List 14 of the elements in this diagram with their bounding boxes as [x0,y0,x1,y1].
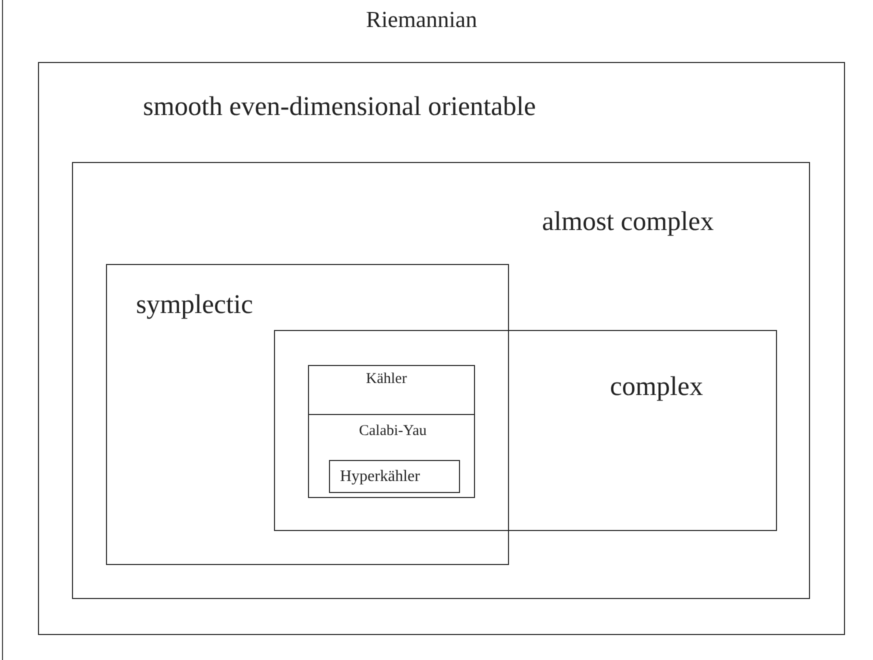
set-label: Hyperkähler [340,467,420,487]
set-label: Riemannian [366,6,478,34]
set-label: Calabi-Yau [359,422,427,441]
set-label: complex [610,370,703,403]
set-label: symplectic [136,288,253,321]
set-box [38,62,845,635]
set-box [106,264,509,565]
set-box [274,330,777,531]
set-box [308,365,475,498]
set-box [329,460,460,493]
set-label: almost complex [542,205,714,238]
set-box [72,162,810,599]
set-label: smooth even-dimensional orientable [143,90,536,123]
set-label: Kähler [366,370,407,389]
